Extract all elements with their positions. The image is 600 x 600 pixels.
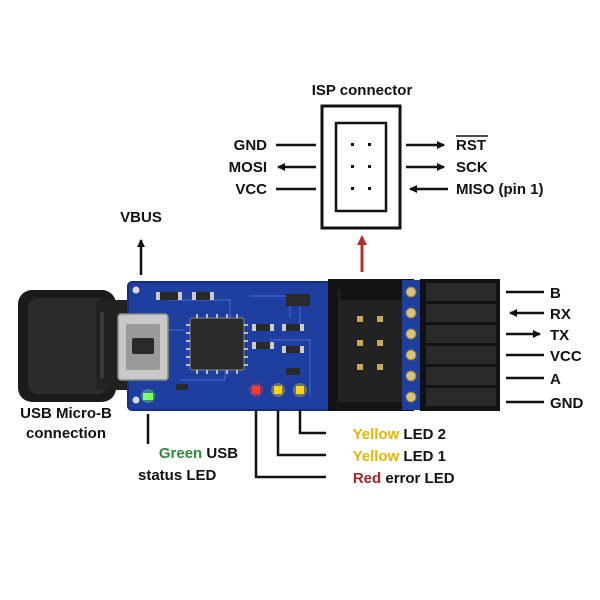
error-led-rest: error LED: [381, 470, 455, 487]
led2-rest: LED 2: [399, 426, 446, 443]
smd-components: [156, 292, 310, 390]
pin-tx-label: TX: [550, 327, 569, 344]
isp-connector-outline: [320, 104, 402, 230]
led1-label: Yellow LED 1: [332, 448, 458, 465]
isp-pin-rst-label: RST: [456, 137, 486, 154]
led1-rest: LED 1: [399, 448, 446, 465]
pin-rx-label: RX: [550, 306, 571, 323]
error-led-leader: [254, 410, 326, 479]
pcb-mount-pads: [132, 286, 140, 404]
usb-connection-label-line1: USB Micro-B: [20, 405, 112, 422]
mcu-chip: [189, 317, 245, 371]
isp-pin-mosi-label: MOSI: [229, 159, 267, 176]
status-led-color-word: Green: [159, 445, 202, 462]
isp-pin-miso-label: MISO (pin 1): [456, 181, 544, 198]
status-led-rest: USB: [202, 445, 238, 462]
status-led-label-line2: status LED: [138, 467, 217, 484]
pin-b-label: B: [550, 285, 561, 302]
pin-vcc-label: VCC: [550, 348, 582, 365]
status-led-label-line1: Green USB: [138, 445, 251, 462]
led2-label: Yellow LED 2: [332, 426, 458, 443]
isp-pin-sck-label: SCK: [456, 159, 488, 176]
error-led-color-word: Red: [353, 470, 381, 487]
isp-connector-inner: [334, 121, 388, 213]
error-led-label: Red error LED: [332, 470, 467, 487]
pcb-board: [117, 281, 335, 411]
vbus-label: VBUS: [120, 209, 162, 226]
isp-pin-vcc-label: VCC: [235, 181, 267, 198]
side-pin-header: [402, 279, 500, 411]
led2-leader: [298, 410, 326, 435]
led1-leader: [276, 410, 326, 457]
led1-color-word: Yellow: [353, 448, 400, 465]
isp-pin-gnd-label: GND: [234, 137, 268, 154]
isp-connector-title: ISP connector: [312, 82, 413, 99]
pin-gnd-label: GND: [550, 395, 584, 412]
pin-a-label: A: [550, 371, 561, 388]
isp-pin-dots: [351, 143, 371, 190]
led2-color-word: Yellow: [353, 426, 400, 443]
usb-cable-plug: [18, 290, 132, 402]
usb-connection-label-line2: connection: [26, 425, 106, 442]
board-leds: [141, 383, 307, 403]
isp-header-on-board: [328, 279, 414, 411]
